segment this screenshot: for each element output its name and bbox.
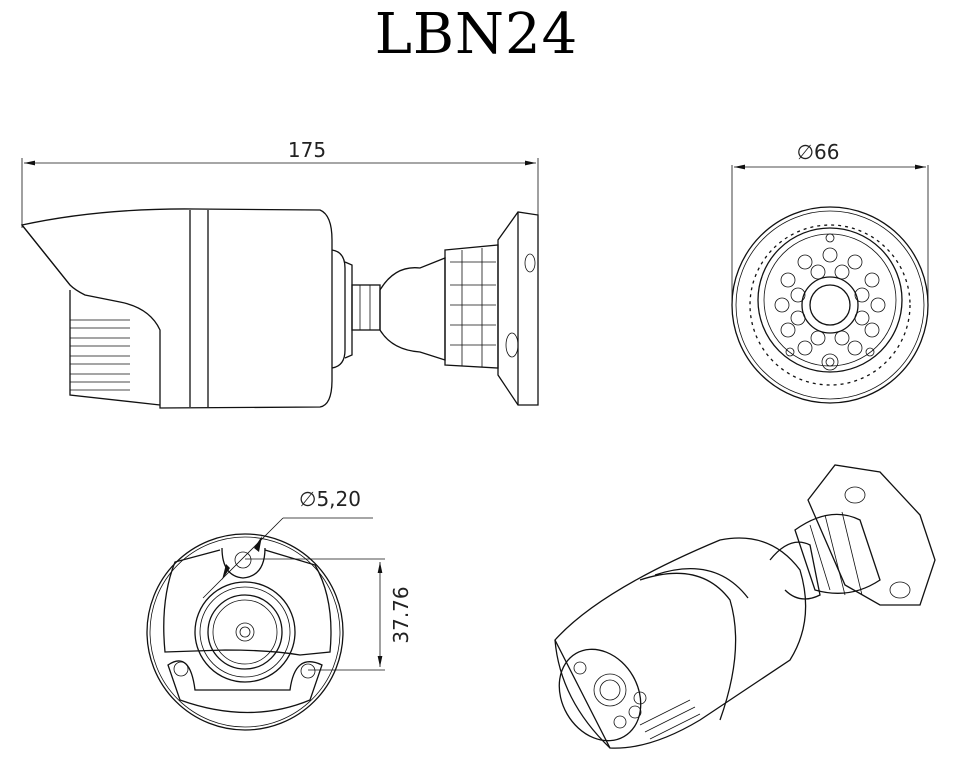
- camera-body-outline: [20, 208, 333, 409]
- ir-led-ring: [774, 233, 886, 371]
- drawing-title: LBN24: [374, 2, 579, 67]
- mount-base-view: ∅5,20 37.76: [146, 487, 413, 731]
- cooling-grille: [70, 319, 130, 391]
- length-dimension-label: 175: [288, 138, 326, 162]
- ball-joint: [379, 257, 446, 361]
- perspective-view: [554, 464, 936, 749]
- mount-plate-3d: [807, 464, 936, 606]
- diameter-dimension-label: ∅66: [797, 140, 840, 164]
- front-view: ∅66: [731, 140, 929, 404]
- camera-body-3d: [554, 537, 807, 749]
- hole-diameter-label: ∅5,20: [299, 487, 361, 511]
- hole-spacing-label: 37.76: [389, 586, 413, 643]
- side-view: 175: [20, 138, 539, 409]
- locking-nut: [444, 244, 499, 369]
- locking-nut-3d: [794, 513, 881, 594]
- lens: [801, 276, 859, 334]
